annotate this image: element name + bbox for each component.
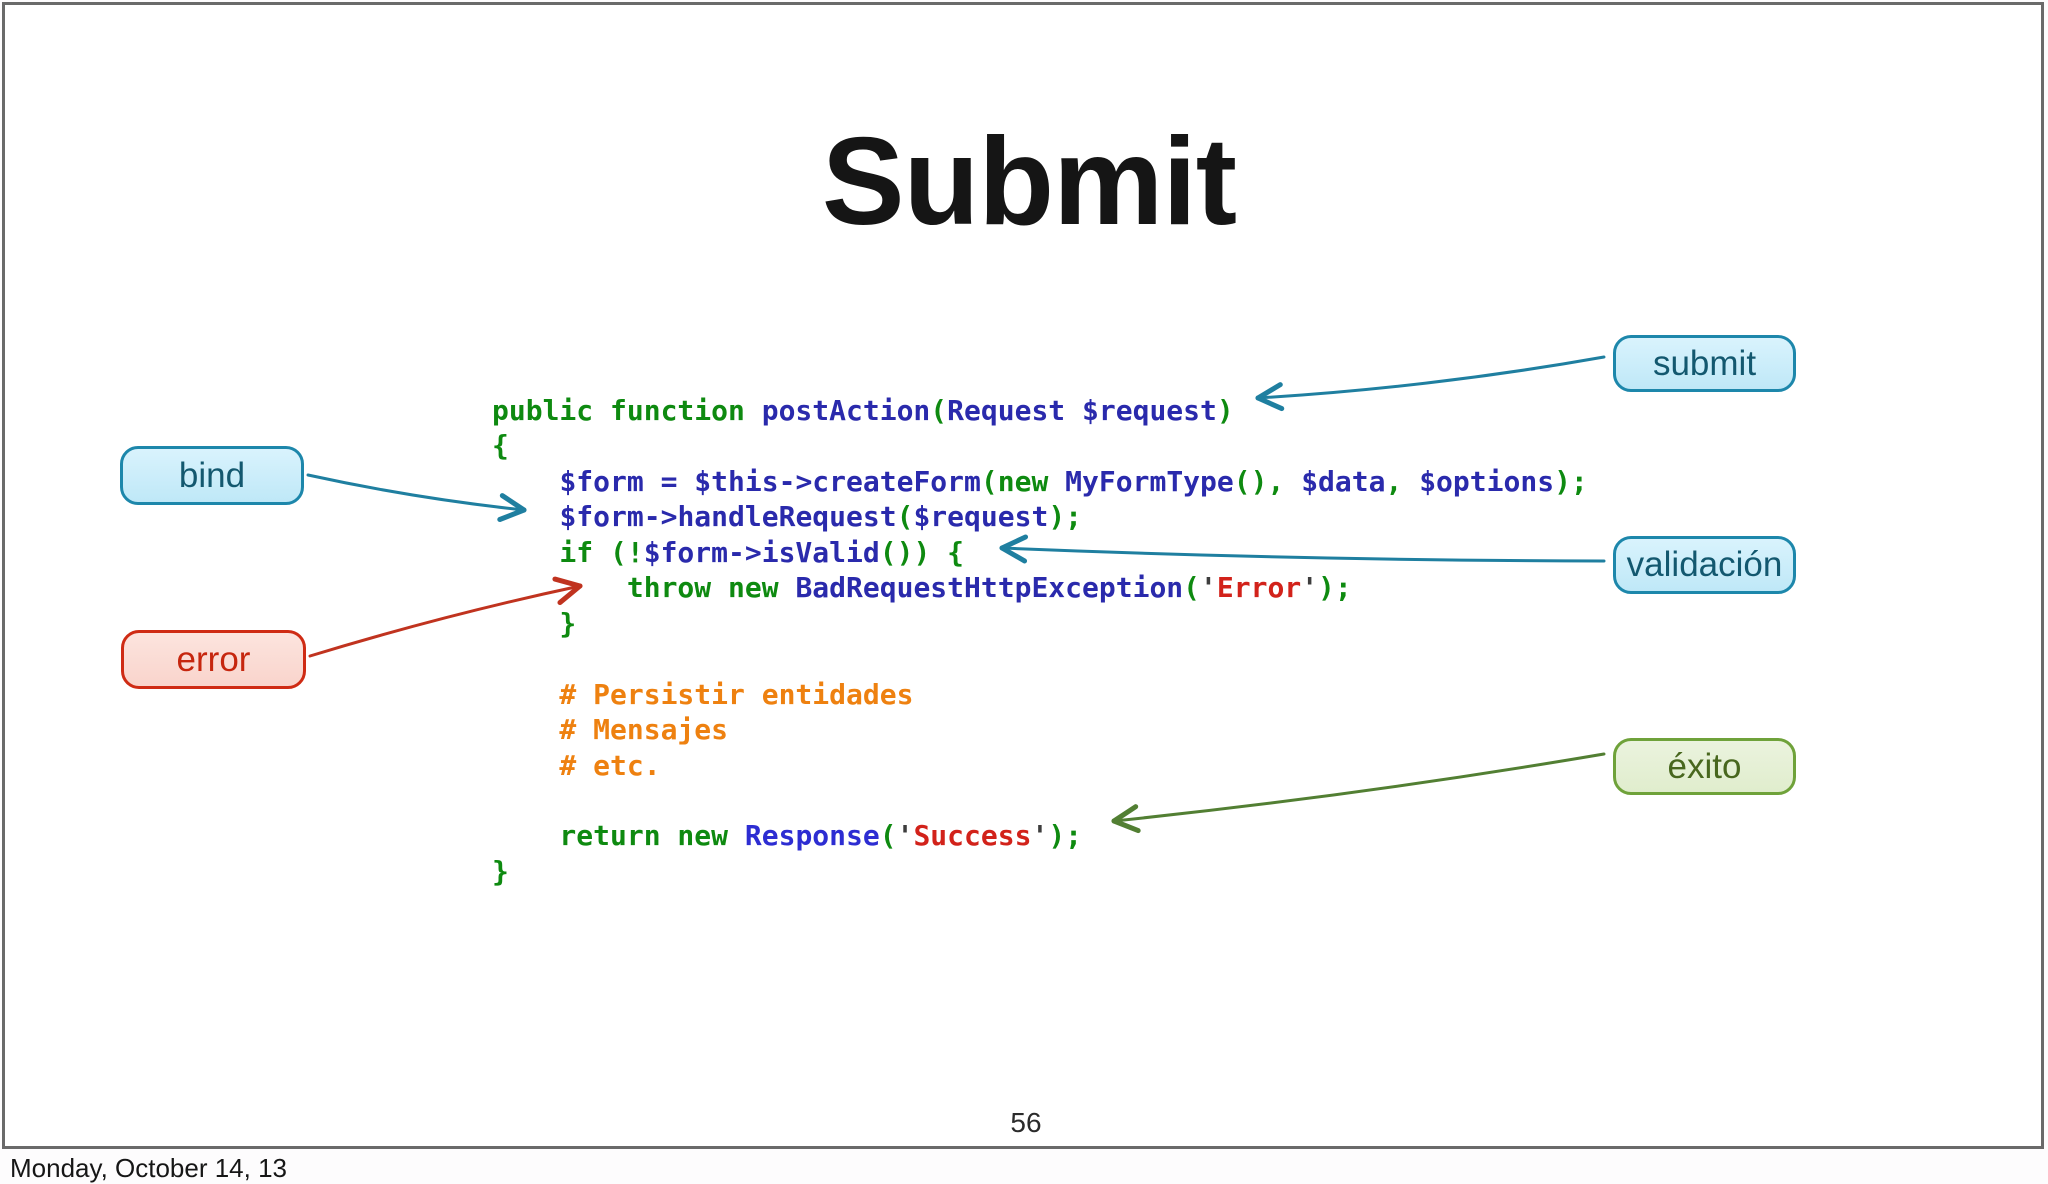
code-block: public function postAction(Request $requ…	[492, 393, 1588, 889]
callout-bind-label: bind	[178, 455, 246, 495]
callout-exito: éxito	[1613, 738, 1796, 795]
callout-bind: bind	[120, 446, 304, 505]
callout-submit: submit	[1613, 335, 1796, 392]
code-line: $form->handleRequest($request);	[559, 500, 1083, 534]
slide-canvas: Submit public function postAction(Reques…	[2, 2, 2044, 1149]
code-line: public function postAction(Request $requ…	[492, 394, 1234, 427]
code-line: return new Response('Success');	[492, 819, 1083, 853]
code-line: # Persistir entidades	[492, 677, 914, 711]
code-line: {	[492, 429, 509, 463]
code-line: if (!$form->isValid()) {	[492, 535, 965, 569]
callout-submit-label: submit	[1652, 343, 1757, 383]
code-line: # Mensajes	[492, 713, 729, 747]
footer-date: Monday, October 14, 13	[10, 1153, 288, 1183]
slide-title: Submit	[821, 113, 1237, 251]
code-line: $form = $this->createForm(new MyFormType…	[559, 464, 1588, 498]
callout-validacion-label: validación	[1626, 545, 1783, 584]
callout-validacion: validación	[1613, 536, 1796, 594]
code-line	[492, 641, 1588, 676]
callout-exito-label: éxito	[1667, 746, 1742, 786]
code-line: throw new BadRequestHttpException('Error…	[492, 571, 1352, 605]
code-line: # etc.	[492, 748, 661, 782]
code-line: }	[492, 854, 509, 888]
code-line	[492, 783, 1588, 818]
code-line: }	[492, 606, 577, 640]
page-number: 56	[1010, 1107, 1042, 1138]
callout-error-label: error	[176, 639, 251, 679]
callout-error: error	[121, 630, 306, 689]
